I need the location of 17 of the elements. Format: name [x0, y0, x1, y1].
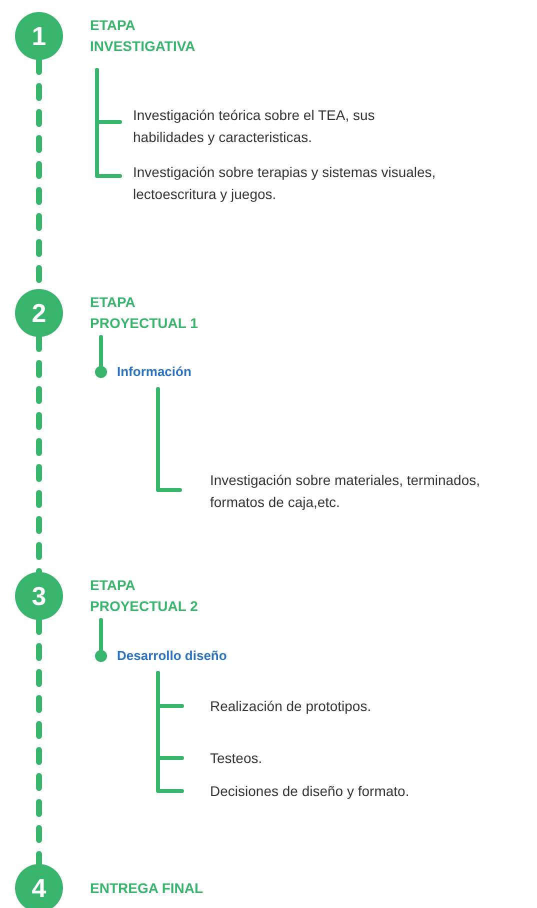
subheading: Información [96, 363, 226, 381]
task-text: Realización de prototipos. [182, 695, 502, 717]
task-text: Decisiones de diseño y formato. [182, 780, 502, 802]
stage-heading: ETAPA INVESTIGATIVA [90, 16, 196, 56]
stage-heading: ENTREGA FINAL [90, 878, 204, 898]
task-text: Testeos. [182, 747, 502, 769]
bracket-line [156, 387, 182, 492]
bracket-line [95, 618, 107, 662]
bracket-line [156, 671, 184, 793]
task-text: Investigación sobre materiales, terminados, formatos de caja,etc. [180, 469, 537, 513]
stage-heading: ETAPA PROYECTUAL 2 [90, 576, 199, 616]
stage-heading: ETAPA PROYECTUAL 1 [90, 293, 199, 333]
subheading: Desarrollo diseño [96, 647, 256, 665]
bracket-line [95, 335, 107, 378]
task-text: Investigación teórica sobre el TEA, sus habilidades y caracteristicas. [120, 104, 435, 148]
bracket-line [95, 68, 122, 178]
task-text: Investigación sobre terapias y sistemas visuales, lectoescritura y juegos. [120, 161, 505, 205]
